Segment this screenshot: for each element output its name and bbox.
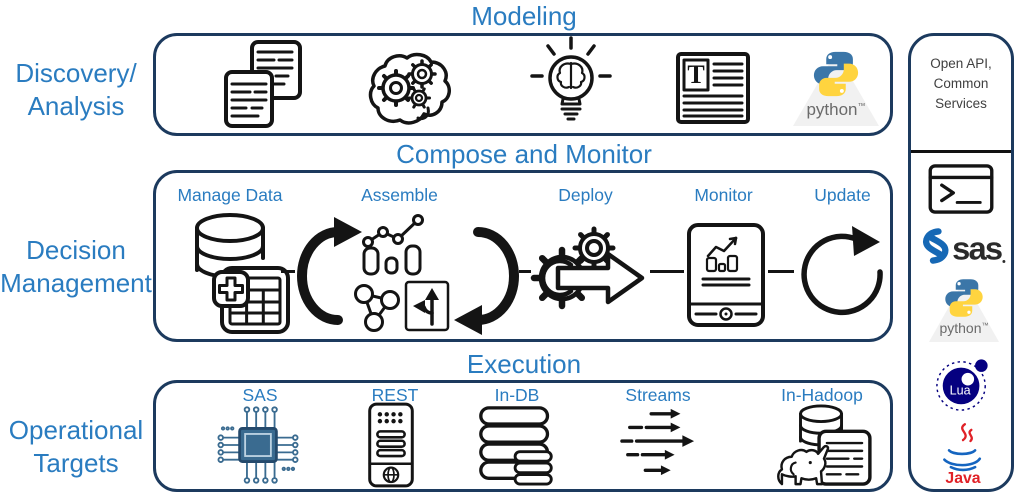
connector-line xyxy=(650,270,684,273)
python-logo: python™ xyxy=(792,48,880,128)
rest-server-icon xyxy=(368,402,414,488)
target-label-in-hadoop: In-Hadoop xyxy=(781,385,863,405)
title-modeling: Modeling xyxy=(471,1,577,31)
iterate-cycle-arrow-right xyxy=(452,216,522,336)
sidebar-divider xyxy=(911,150,1011,153)
lua-wordmark: Lua xyxy=(950,384,971,398)
machine-learning-brain-gears-icon xyxy=(366,50,458,128)
letter-t: T xyxy=(687,60,704,89)
sas-wordmark: sas xyxy=(952,230,1002,266)
sidebar-box: Open API, Common Services sas xyxy=(908,33,1014,492)
deploy-gears-arrow-icon xyxy=(528,226,648,326)
sidebar-python-logo: python™ xyxy=(928,276,1000,346)
monitor-tablet-icon xyxy=(686,222,766,328)
python-snakes-icon xyxy=(945,279,983,317)
connector-line xyxy=(281,270,295,273)
sas-logo: sas xyxy=(919,226,1007,266)
label-operational-targets: Operational Targets xyxy=(8,415,144,478)
update-refresh-arrow-icon xyxy=(796,226,888,322)
target-label-streams: Streams xyxy=(625,385,691,405)
assemble-icons xyxy=(350,212,450,334)
step-label-assemble: Assemble xyxy=(361,185,438,205)
documents-icon xyxy=(222,40,304,128)
text-document-icon: T xyxy=(676,52,750,124)
label-discovery-analysis: Discovery/ Analysis xyxy=(15,58,137,121)
directions-sign-icon xyxy=(404,280,450,332)
target-label-in-db: In-DB xyxy=(494,385,540,405)
lua-logo: Lua xyxy=(935,356,991,412)
terminal-icon xyxy=(928,164,994,214)
connector-line xyxy=(768,270,794,273)
iterate-cycle-arrow-left xyxy=(294,216,364,336)
manage-data-icon xyxy=(192,212,292,336)
in-hadoop-elephant-database-icon xyxy=(770,402,874,488)
step-label-update: Update xyxy=(814,185,871,205)
title-execution: Execution xyxy=(466,349,582,379)
label-decision-management: Decision Management xyxy=(0,235,152,298)
target-label-sas: SAS xyxy=(242,385,278,405)
target-label-rest: REST xyxy=(371,385,419,405)
title-compose-and-monitor: Compose and Monitor xyxy=(396,139,652,169)
sas-cpu-chip-icon xyxy=(212,402,304,488)
step-label-manage-data: Manage Data xyxy=(177,185,283,205)
python-wordmark: python™ xyxy=(939,320,989,336)
network-icon xyxy=(354,284,400,332)
sidebar-title: Open API, Common Services xyxy=(930,56,992,111)
streams-arrows-icon xyxy=(620,406,698,482)
java-logo: Java xyxy=(936,422,990,488)
python-wordmark: python™ xyxy=(806,100,866,119)
step-label-monitor: Monitor xyxy=(694,185,753,205)
step-label-deploy: Deploy xyxy=(558,185,613,205)
java-wordmark: Java xyxy=(945,470,980,487)
connector-line xyxy=(519,270,531,273)
idea-lightbulb-brain-icon xyxy=(528,36,614,132)
python-snakes-icon xyxy=(813,51,859,97)
in-db-database-stack-icon xyxy=(477,404,557,486)
